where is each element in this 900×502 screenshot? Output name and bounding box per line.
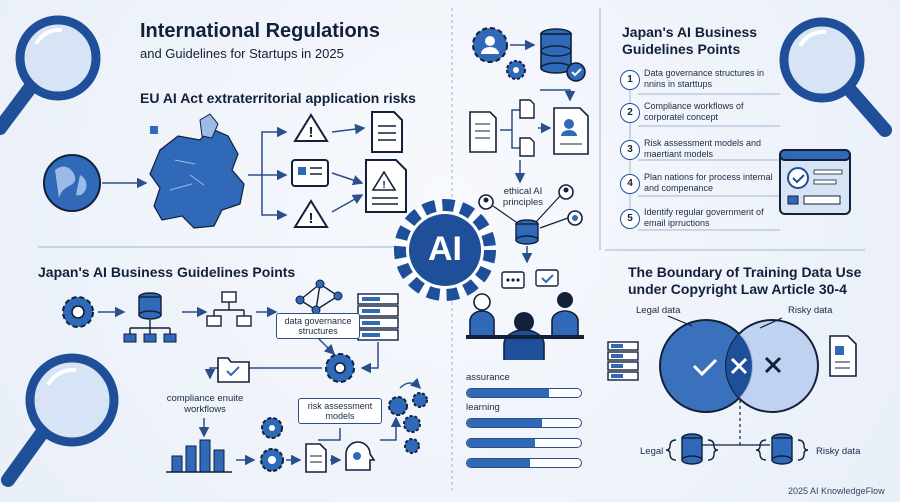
database-icon xyxy=(123,292,177,343)
head-gear-icon xyxy=(345,441,376,471)
point-number-badge: 2 xyxy=(620,103,640,123)
point-text: Data governance structures in nnins in s… xyxy=(644,68,765,89)
message-icon xyxy=(291,159,329,187)
server-icon xyxy=(357,293,399,341)
page-subtitle: and Guidelines for Startups in 2025 xyxy=(140,46,344,61)
risky-data-label: Risky data xyxy=(788,305,833,316)
japan-left-heading: Japan's AI Business Guidelines Points xyxy=(38,264,296,280)
warning-icon: ! xyxy=(293,199,329,228)
point-text: Plan nations for process internal and co… xyxy=(644,172,773,193)
document-icon xyxy=(305,443,327,473)
point-text: Identify regular government of email ipr… xyxy=(644,207,764,228)
copyright-heading-line1: The Boundary of Training Data Use xyxy=(628,264,862,280)
svg-text:!: ! xyxy=(309,210,314,227)
point-text: Risk assessment models and maertiant mod… xyxy=(644,138,762,159)
ai-principles-network xyxy=(478,184,583,245)
hierarchy-icon xyxy=(206,291,252,327)
point-number-badge: 4 xyxy=(620,174,640,194)
progress-fill xyxy=(467,389,550,397)
database-check-icon xyxy=(540,28,586,82)
venn-diagram xyxy=(659,319,819,413)
point-number-badge: 1 xyxy=(620,70,640,90)
magnifier-icon xyxy=(0,15,101,135)
footer-credit: 2025 AI KnowledgeFlow xyxy=(788,486,885,496)
gear-icon xyxy=(62,296,94,328)
japan-right-heading: Japan's AI Business Guidelines Points xyxy=(622,24,758,57)
warning-document-icon: ! xyxy=(365,159,407,213)
progress-fill xyxy=(467,419,543,427)
checklist-dashboard-icon xyxy=(779,149,851,215)
progress-label: learning xyxy=(466,402,500,413)
compliance-label: compliance enuite workflows xyxy=(166,393,244,415)
risky-label: Risky data xyxy=(816,446,861,457)
data-governance-box: data governance structures xyxy=(276,313,360,339)
legal-data-label: Legal data xyxy=(636,305,681,316)
ai-hub-label: AI xyxy=(428,230,462,268)
profile-document-icon xyxy=(553,107,589,155)
legal-label: Legal xyxy=(640,446,664,457)
ai-hub-gear xyxy=(394,199,496,301)
progress-bar xyxy=(466,418,582,428)
progress-label: assurance xyxy=(466,372,510,383)
magnifier-icon xyxy=(1,353,119,487)
gear-icon xyxy=(260,417,284,472)
user-gear-icon xyxy=(472,27,526,80)
svg-text:!: ! xyxy=(382,180,385,191)
document-icon xyxy=(469,111,497,153)
copyright-heading-line2: under Copyright Law Article 30-4 xyxy=(628,281,847,297)
ethical-ai-label: ethical AI principles xyxy=(502,186,544,208)
bar-chart-icon xyxy=(166,439,232,473)
meeting-illustration xyxy=(466,269,584,360)
document-icon xyxy=(829,335,857,377)
progress-bar xyxy=(466,438,582,448)
point-number-badge: 5 xyxy=(620,209,640,229)
progress-fill xyxy=(467,459,530,467)
page-title: International Regulations xyxy=(140,20,381,42)
europe-map xyxy=(149,113,245,229)
network-icon xyxy=(295,279,343,315)
eu-heading: EU AI Act extraterritorial application r… xyxy=(140,90,416,106)
document-icon xyxy=(371,111,403,153)
folder-check-icon xyxy=(217,357,250,383)
progress-fill xyxy=(467,439,536,447)
globe-icon xyxy=(43,154,101,212)
point-text: Compliance workflows of corporatel conce… xyxy=(644,101,744,122)
legal-database-icon xyxy=(665,433,719,465)
svg-text:!: ! xyxy=(309,124,314,141)
magnifier-icon xyxy=(779,17,892,137)
risk-assessment-box: risk assessment models xyxy=(298,398,382,424)
risky-database-icon xyxy=(755,433,809,465)
progress-bar xyxy=(466,458,582,468)
point-number-badge: 3 xyxy=(620,140,640,160)
warning-icon: ! xyxy=(293,113,329,142)
gear-cluster-icon xyxy=(388,392,428,454)
server-icon xyxy=(607,341,639,381)
small-document-icon xyxy=(519,99,535,157)
gear-icon xyxy=(325,353,355,383)
progress-bar xyxy=(466,388,582,398)
